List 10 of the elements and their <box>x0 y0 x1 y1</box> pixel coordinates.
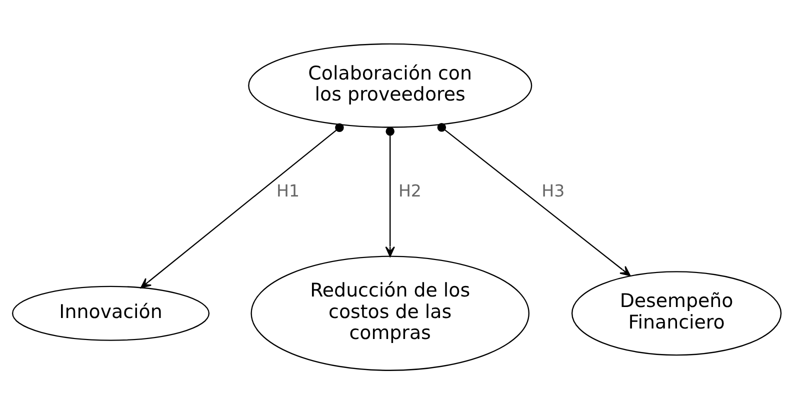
edge-label: H1 <box>276 181 300 200</box>
node-ellipse: Innovación <box>12 286 210 341</box>
edge-label: H2 <box>398 181 422 200</box>
node-ellipse: Reducción de los costos de las compras <box>250 256 530 371</box>
node-ellipse: Desempeño Financiero <box>571 271 782 356</box>
arrow <box>385 127 395 257</box>
arrow <box>140 123 344 288</box>
arrow <box>437 122 631 276</box>
edge-label: H3 <box>542 181 565 200</box>
node-ellipse: Colaboración con los proveedores <box>248 43 532 128</box>
